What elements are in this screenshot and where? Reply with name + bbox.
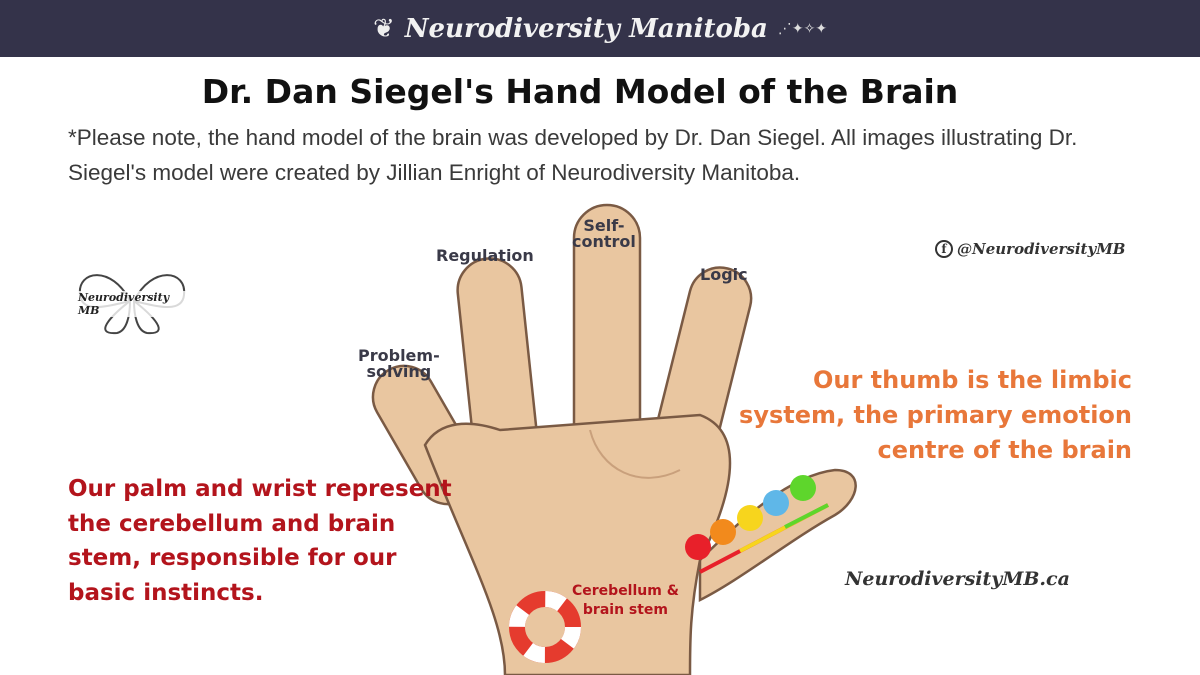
logo: Neurodiversity MB — [72, 265, 192, 337]
attribution-note: *Please note, the hand model of the brai… — [68, 125, 1078, 185]
social-handle[interactable]: f @NeurodiversityMB — [935, 240, 1126, 258]
logo-text: Neurodiversity MB — [78, 291, 192, 317]
label-problem-solving: Problem- solving — [358, 346, 440, 381]
thumb-description: Our thumb is the limbic system, the prim… — [739, 366, 1132, 464]
page-title: Dr. Dan Siegel's Hand Model of the Brain — [201, 72, 959, 111]
palm — [423, 413, 732, 675]
website-link[interactable]: NeurodiversityMB.ca — [845, 568, 1070, 590]
angry-face-icon — [685, 534, 711, 560]
calm-face-icon — [763, 490, 789, 516]
label-logic: Logic — [700, 265, 748, 284]
header-bar: ❦ Neurodiversity Manitoba ⋰✦✧✦ — [0, 0, 1200, 57]
palm-description: Our palm and wrist represent the cerebel… — [68, 476, 452, 606]
thumb — [698, 468, 857, 603]
happy-face-icon — [790, 475, 816, 501]
lifebuoy-icon — [509, 591, 581, 663]
facebook-icon: f — [935, 240, 953, 258]
label-self-control: Self- control — [572, 216, 636, 251]
butterfly-icon: ❦ — [372, 13, 395, 44]
label-regulation: Regulation — [436, 246, 534, 265]
sad-face-icon — [710, 519, 736, 545]
social-handle-text: @NeurodiversityMB — [957, 240, 1126, 258]
emotion-scale — [685, 475, 829, 574]
neutral-face-icon — [737, 505, 763, 531]
brand-title: Neurodiversity Manitoba — [404, 13, 768, 44]
cerebellum-label: Cerebellum & brain stem — [572, 583, 679, 618]
butterflies-decoration-icon: ⋰✦✧✦ — [777, 20, 828, 37]
